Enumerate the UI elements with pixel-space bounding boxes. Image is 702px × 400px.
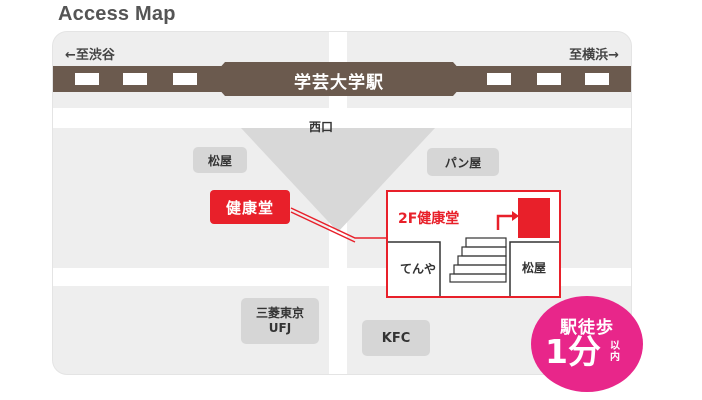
landmark-mufg-bank: 三菱東京 UFJ [241,298,319,344]
station-name: 学芸大学駅 [294,72,384,93]
stair-step [461,246,507,257]
callout-line-lower [290,211,356,243]
tenya-wall [388,241,441,296]
landmark-matsuya: 松屋 [193,147,247,173]
direction-shibuya: ←至渋谷 [65,48,115,63]
inset-matsuya-label: 松屋 [522,261,547,275]
floor-inset: 2F健康堂 てんや 松屋 [386,190,561,298]
matsuya-wall [509,241,559,296]
landmark-mufg-line2: UFJ [268,321,292,335]
landmark-kfc: KFC [362,320,430,356]
walk-time-badge: 駅徒歩 1分 以内 [531,296,643,392]
stair-step [465,237,507,248]
landmark-mufg-line1: 三菱東京 [255,306,304,320]
arrow-head-icon [512,211,519,221]
badge-within: 以内 [610,341,620,363]
access-map: ←至渋谷 至横浜→ 学芸大学駅 西口 松屋 パン屋 三菱東京 UFJ KFC 健… [53,32,631,374]
destination-block [518,198,550,238]
inset-floor-label: 2F健康堂 [398,211,460,227]
station-plaza [241,128,435,232]
rail-sleeper [123,73,147,85]
landmark-bakery: パン屋 [427,148,499,176]
stair-step [453,264,507,275]
station-building [210,62,468,96]
page-title: Access Map [58,3,176,25]
stair-step [457,255,507,266]
callout-line [290,207,386,239]
rail-sleeper [585,73,609,85]
rail-sleeper [487,73,511,85]
road-network [53,32,631,374]
rail-sleeper [75,73,99,85]
arrow-line [496,214,512,230]
inset-tenya-label: てんや [400,262,437,276]
rail-sleeper [173,73,197,85]
inset-drawing [388,198,559,296]
destination-marker: 健康堂 [210,190,290,224]
badge-walk-label: 駅徒歩 [560,318,614,338]
stair-step [449,273,507,283]
badge-minutes: 1分 [545,332,601,371]
west-exit-label: 西口 [309,120,334,134]
rail-sleeper [537,73,561,85]
direction-yokohama: 至横浜→ [569,48,619,63]
